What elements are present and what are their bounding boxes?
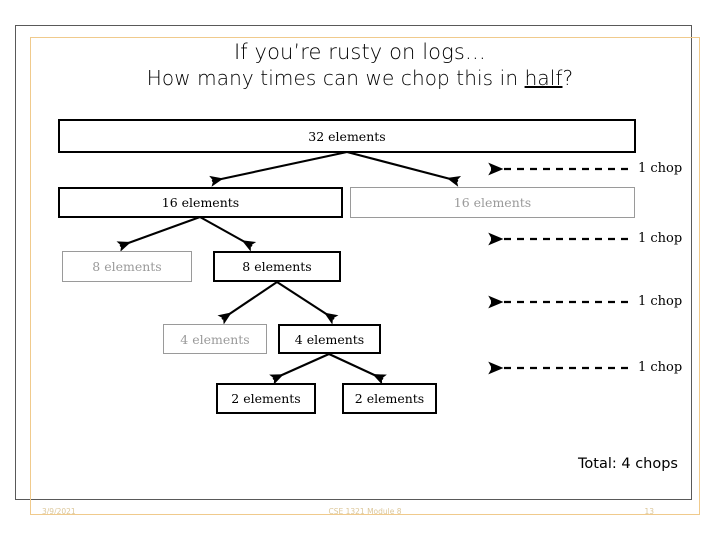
slide-footer: 3/9/2021 CSE 1321 Module 8 13: [30, 507, 700, 521]
title-line-2-suffix: ?: [562, 65, 574, 90]
slide-title: If you’re rusty on logs… How many times …: [60, 40, 660, 90]
tree-box-16-elements-left[interactable]: 16 elements: [58, 187, 343, 218]
title-line-1: If you’re rusty on logs…: [234, 40, 486, 64]
tree-box-8-elements-left[interactable]: 8 elements: [62, 251, 192, 282]
title-line-2: How many times can we chop this in half?: [60, 66, 660, 90]
tree-box-label: 8 elements: [242, 259, 312, 274]
title-line-2-emphasis: half: [524, 65, 563, 90]
tree-box-32-elements[interactable]: 32 elements: [58, 119, 636, 153]
tree-box-8-elements-right[interactable]: 8 elements: [213, 251, 341, 282]
tree-box-2-elements-right[interactable]: 2 elements: [342, 383, 437, 414]
slide-accent-frame: [30, 37, 700, 515]
tree-box-label: 16 elements: [453, 195, 532, 210]
chop-label-4: 1 chop: [638, 360, 683, 375]
tree-box-label: 8 elements: [92, 259, 162, 274]
tree-box-label: 4 elements: [294, 331, 365, 347]
tree-box-label: 32 elements: [308, 128, 386, 144]
tree-box-label: 4 elements: [180, 331, 250, 347]
chop-label-1: 1 chop: [638, 161, 683, 176]
chop-label-2: 1 chop: [638, 231, 683, 246]
tree-box-16-elements-right[interactable]: 16 elements: [350, 187, 635, 218]
tree-box-4-elements-right[interactable]: 4 elements: [278, 324, 381, 354]
tree-box-4-elements-left[interactable]: 4 elements: [163, 324, 267, 354]
footer-page-number: 13: [644, 507, 654, 516]
tree-box-label: 16 elements: [161, 195, 240, 210]
total-chops-label: Total: 4 chops: [578, 456, 678, 472]
tree-box-label: 2 elements: [231, 391, 301, 406]
tree-box-label: 2 elements: [354, 391, 425, 406]
chop-label-3: 1 chop: [638, 294, 683, 309]
footer-course: CSE 1321 Module 8: [328, 507, 402, 516]
footer-date: 3/9/2021: [42, 507, 76, 516]
tree-box-2-elements-left[interactable]: 2 elements: [216, 383, 316, 414]
title-line-2-prefix: How many times can we chop this in: [146, 65, 525, 90]
